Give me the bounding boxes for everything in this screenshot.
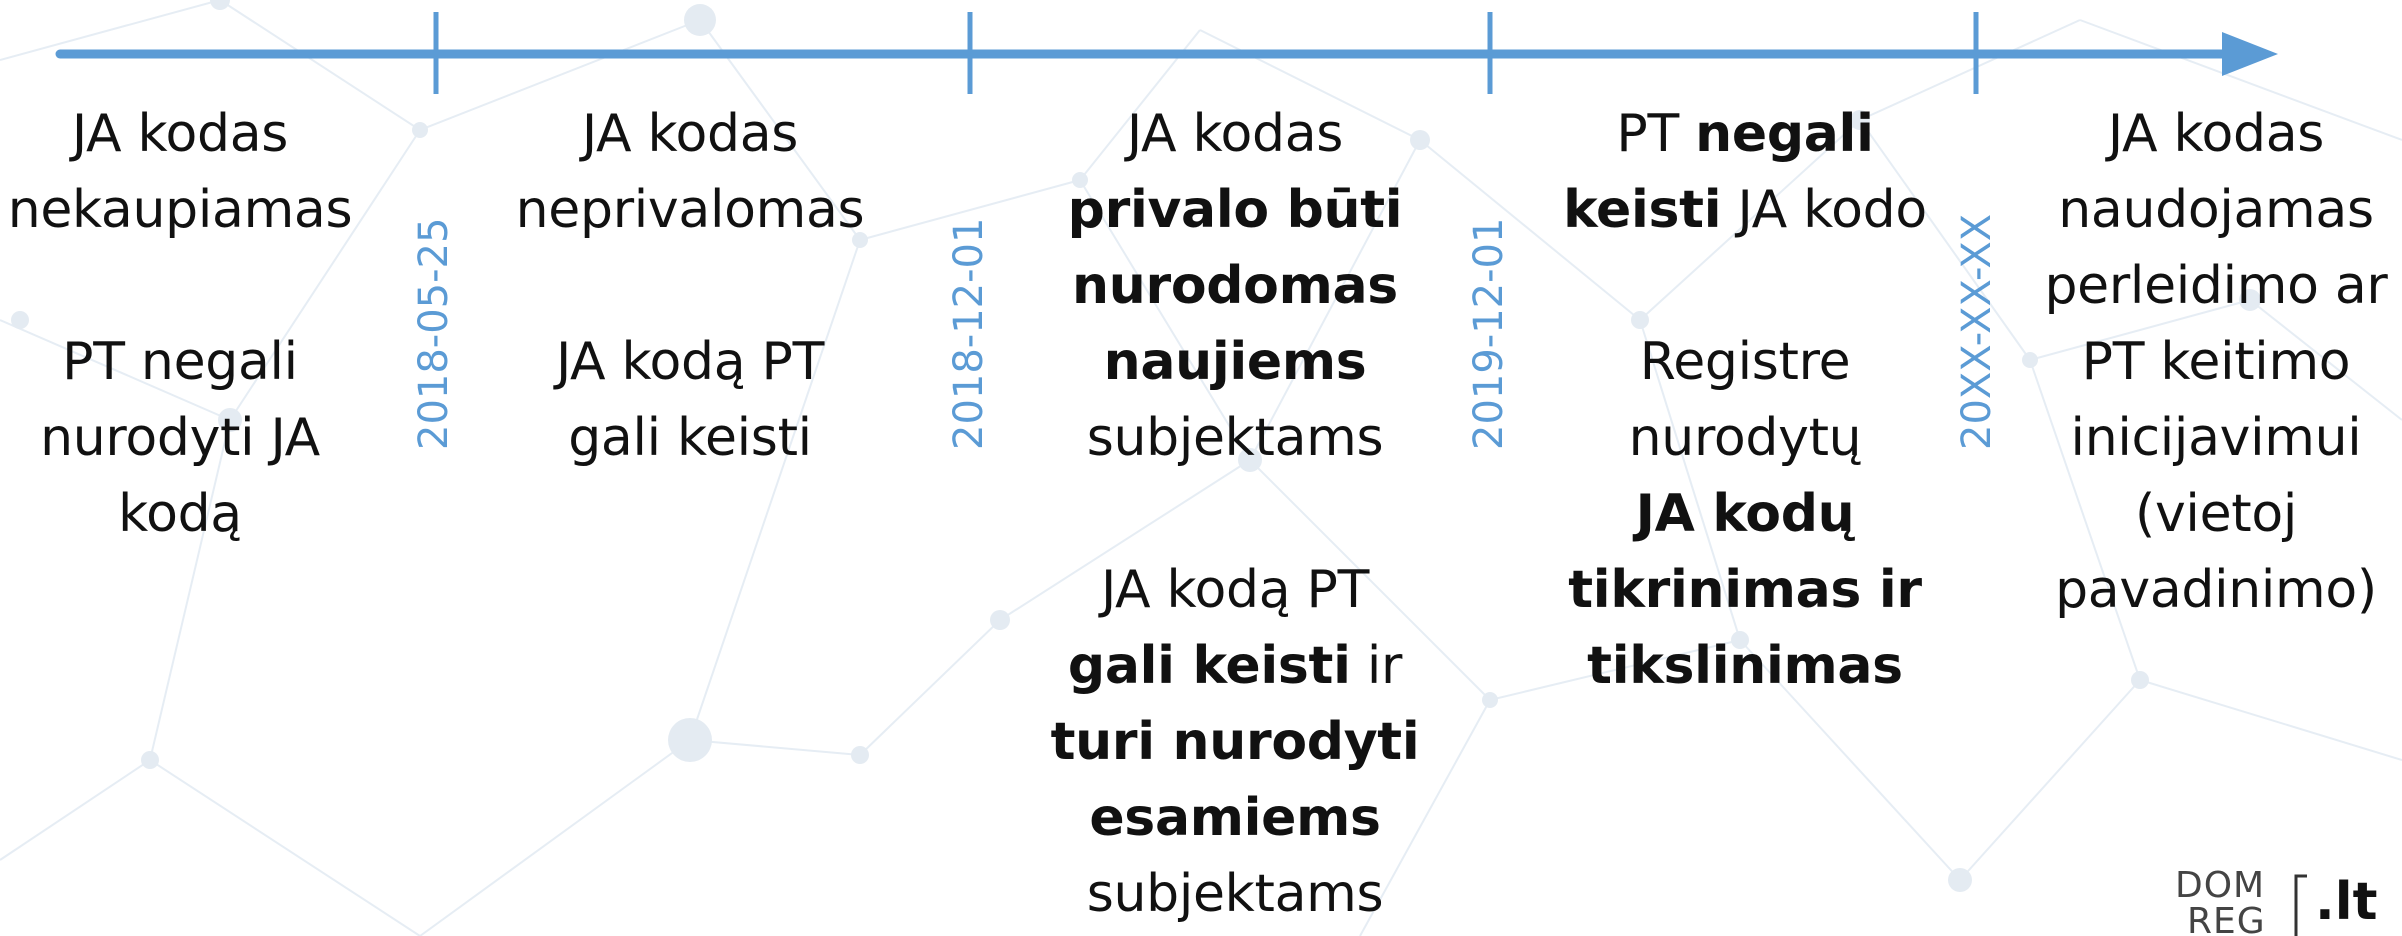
text-line: JA kodą PT [1020, 552, 1450, 628]
bold-text-segment: esamiems [1089, 788, 1381, 848]
timeline-arrowhead [2222, 32, 2278, 76]
bold-text-segment: negali [1695, 104, 1874, 164]
text-line: tikrinimas ir [1530, 552, 1960, 628]
text-line: JA kodas [2030, 96, 2402, 172]
period-5-text: JA kodas naudojamas perleidimo ar PT keitim… [2030, 96, 2402, 628]
text-line: naujiems [1020, 324, 1450, 400]
text-line: gali keisti [470, 400, 910, 476]
text-segment: nekaupiamas [7, 180, 353, 240]
text-segment: (vietoj [2134, 484, 2298, 544]
text-segment: gali keisti [568, 408, 812, 468]
text-line: PT negali [0, 324, 360, 400]
text-line: JA kodas [1020, 96, 1450, 172]
bold-text-segment: privalo būti [1067, 180, 1403, 240]
text-segment: JA kodo [1721, 180, 1928, 240]
logo-reg-text: REG [2187, 901, 2266, 936]
text-segment: nurodyti JA [40, 408, 320, 468]
period-3-text: JA kodas privalo būti nurodomas naujiems sub… [1020, 96, 1450, 932]
timeline-axis [55, 12, 2278, 94]
text-line: nurodytų [1530, 400, 1960, 476]
text-line: pavadinimo) [2030, 552, 2402, 628]
bold-text-segment: gali keisti [1067, 636, 1351, 696]
text-segment: ir [1350, 636, 1403, 696]
text-segment: JA kodą PT [1100, 560, 1370, 620]
text-segment: nurodytų [1628, 408, 1862, 468]
line-gap [1530, 248, 1960, 324]
milestone-date-1: 2018-05-25 [411, 217, 457, 450]
text-segment: inicijavimui [2070, 408, 2362, 468]
milestone-date-3: 2019-12-01 [1466, 217, 1512, 450]
bold-text-segment: JA kodų [1635, 484, 1855, 544]
text-segment: JA kodas [1126, 104, 1344, 164]
bold-text-segment: nurodomas [1072, 256, 1398, 316]
text-segment: PT [1616, 104, 1696, 164]
period-1-text: JA kodas nekaupiamas PT negali nurodyti JA k… [0, 96, 360, 552]
text-line: nurodomas [1020, 248, 1450, 324]
logo-bracket-icon [2294, 874, 2307, 936]
text-line: nekaupiamas [0, 172, 360, 248]
text-segment: PT keitimo [2081, 332, 2351, 392]
period-2-text: JA kodas neprivalomas JA kodą PT gali keist… [470, 96, 910, 476]
text-line: turi nurodyti [1020, 704, 1450, 780]
line-gap [1020, 476, 1450, 552]
text-segment: PT negali [62, 332, 298, 392]
text-segment: JA kodas [581, 104, 799, 164]
text-line: inicijavimui [2030, 400, 2402, 476]
text-line: subjektams [1020, 856, 1450, 932]
bold-text-segment: tikslinimas [1587, 636, 1903, 696]
text-line: PT negali [1530, 96, 1960, 172]
text-line: JA kodas [0, 96, 360, 172]
text-line: naudojamas [2030, 172, 2402, 248]
text-line: (vietoj [2030, 476, 2402, 552]
text-segment: pavadinimo) [2055, 560, 2377, 620]
text-segment: perleidimo ar [2044, 256, 2388, 316]
text-line: Registre [1530, 324, 1960, 400]
line-gap [470, 248, 910, 324]
milestone-date-4: 20XX-XX-XX [1954, 213, 2000, 450]
bold-text-segment: tikrinimas ir [1568, 560, 1922, 620]
logo-dom-text: DOM [2175, 865, 2266, 906]
logo-lt-text: .lt [2315, 872, 2378, 932]
text-segment: subjektams [1086, 408, 1384, 468]
text-segment: neprivalomas [515, 180, 865, 240]
text-segment: JA kodas [2107, 104, 2325, 164]
text-line: JA kodas [470, 96, 910, 172]
line-gap [0, 248, 360, 324]
text-line: perleidimo ar [2030, 248, 2402, 324]
text-line: PT keitimo [2030, 324, 2402, 400]
bold-text-segment: keisti [1563, 180, 1722, 240]
text-line: JA kodą PT [470, 324, 910, 400]
text-line: privalo būti [1020, 172, 1450, 248]
text-line: keisti JA kodo [1530, 172, 1960, 248]
text-segment: kodą [118, 484, 242, 544]
text-line: tikslinimas [1530, 628, 1960, 704]
text-segment: JA kodas [71, 104, 289, 164]
bold-text-segment: naujiems [1103, 332, 1367, 392]
text-line: esamiems [1020, 780, 1450, 856]
bold-text-segment: turi nurodyti [1050, 712, 1420, 772]
text-line: subjektams [1020, 400, 1450, 476]
text-line: neprivalomas [470, 172, 910, 248]
text-segment: JA kodą PT [555, 332, 825, 392]
milestone-date-2: 2018-12-01 [946, 217, 992, 450]
text-segment: Registre [1639, 332, 1851, 392]
text-line: JA kodų [1530, 476, 1960, 552]
domreg-logo: DOM REG .lt [2175, 864, 2402, 936]
text-segment: naudojamas [2058, 180, 2374, 240]
text-line: gali keisti ir [1020, 628, 1450, 704]
text-segment: subjektams [1086, 864, 1384, 924]
text-line: nurodyti JA [0, 400, 360, 476]
text-line: kodą [0, 476, 360, 552]
